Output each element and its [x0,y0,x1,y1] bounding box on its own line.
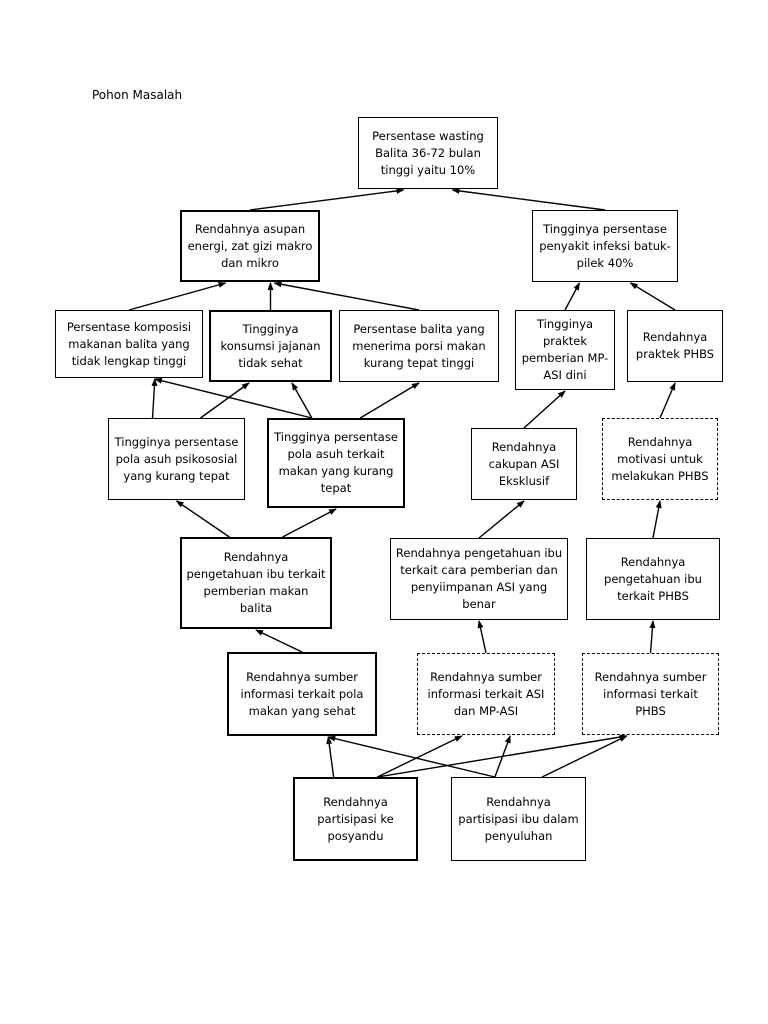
edge-n17-to-n14 [477,620,487,654]
edge-n11-to-n7 [523,390,566,429]
edge-n9-to-n4 [151,378,158,419]
edge-n16-to-n13 [255,629,303,653]
node-porsi-makan: Persentase balita yang menerima porsi ma… [339,310,499,382]
node-asupan-energi: Rendahnya asupan energi, zat gizi makro … [180,210,320,282]
edge-n19-to-n16 [326,736,335,778]
node-informasi-pola-makan: Rendahnya sumber informasi terkait pola … [227,652,377,736]
node-partisipasi-posyandu: Rendahnya partisipasi ke posyandu [293,777,418,861]
node-pengetahuan-phbs: Rendahnya pengetahuan ibu terkait PHBS [586,538,720,620]
node-praktek-phbs: Rendahnya praktek PHBS [627,310,723,382]
node-pengetahuan-pemberian-makan: Rendahnya pengetahuan ibu terkait pember… [180,537,332,629]
node-mp-asi-dini: Tingginya praktek pemberian MP-ASI dini [515,310,615,390]
edge-n15-to-n12 [652,500,662,539]
edge-n12-to-n8 [659,382,676,419]
edge-n13-to-n9 [175,500,230,538]
node-komposisi-makanan: Persentase komposisi makanan balita yang… [55,310,203,378]
edge-n18-to-n15 [649,620,656,654]
edge-n20-to-n18 [541,735,628,778]
edge-n7-to-n3 [564,282,581,311]
node-informasi-asi-mpasi: Rendahnya sumber informasi terkait ASI d… [417,653,555,735]
edge-n9-to-n5 [200,382,250,419]
edge-n20-to-n17 [494,735,511,778]
edge-n3-to-n1 [451,187,606,211]
node-asi-eksklusif: Rendahnya cakupan ASI Eksklusif [471,428,577,500]
edge-n4-to-n2 [128,281,227,311]
node-penyakit-infeksi: Tingginya persentase penyakit infeksi ba… [532,210,678,282]
node-pola-asuh-makan: Tingginya persentase pola asuh terkait m… [267,418,405,508]
node-pengetahuan-asi: Rendahnya pengetahuan ibu terkait cara p… [390,538,568,620]
edge-n13-to-n10 [282,508,337,538]
edge-n8-to-n3 [629,282,676,311]
page-title: Pohon Masalah [92,88,183,102]
node-jajanan-tidak-sehat: Tingginya konsumsi jajanan tidak sehat [209,310,332,382]
node-pola-asuh-psikososial: Tingginya persentase pola asuh psikososi… [108,418,245,500]
node-informasi-phbs: Rendahnya sumber informasi terkait PHBS [582,653,719,735]
edge-n6-to-n2 [273,281,420,311]
node-motivasi-phbs: Rendahnya motivasi untuk melakukan PHBS [602,418,718,500]
edge-n10-to-n5 [291,382,313,419]
edge-n20-to-n16 [327,735,496,778]
edge-n10-to-n4 [153,377,313,419]
edge-n10-to-n6 [359,382,420,419]
edge-n14-to-n11 [478,500,525,539]
edge-group [128,187,676,778]
node-wasting-balita: Persentase wasting Balita 36-72 bulan ti… [358,117,498,189]
edge-n19-to-n17 [377,735,463,778]
node-partisipasi-penyuluhan: Rendahnya partisipasi ibu dalam penyuluh… [451,777,586,861]
edge-n2-to-n1 [249,187,405,211]
